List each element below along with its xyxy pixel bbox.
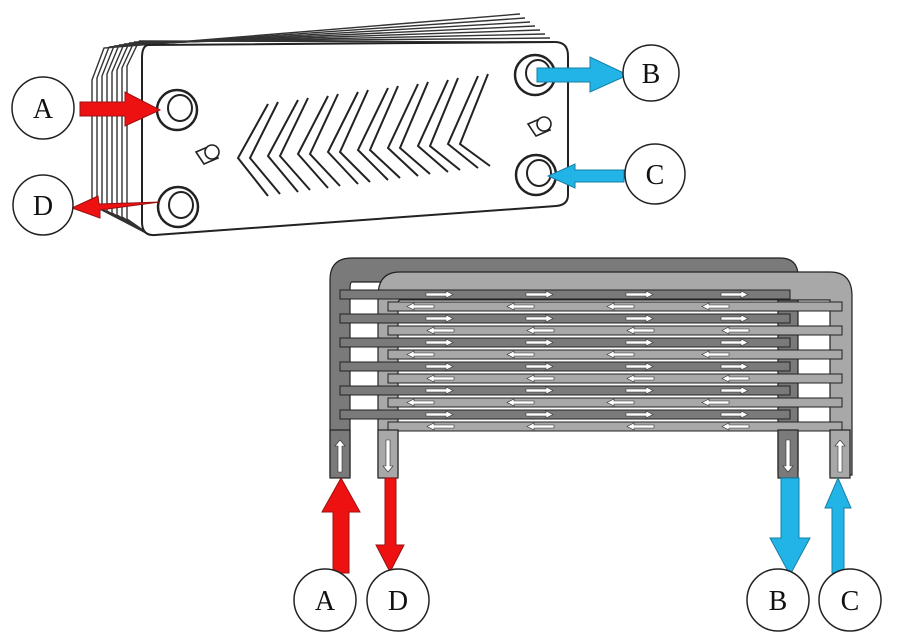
flow-arrow-icon bbox=[506, 302, 535, 311]
label-d-bottom-text: D bbox=[388, 586, 408, 617]
flow-arrow-icon bbox=[626, 422, 655, 431]
flow-arrow-icon bbox=[506, 398, 535, 407]
flow-arrow-icon bbox=[701, 302, 730, 311]
flow-arrow-icon bbox=[626, 374, 655, 383]
flow-arrow-icon bbox=[720, 410, 749, 419]
label-b-top: B bbox=[622, 44, 680, 102]
label-a-top: A bbox=[11, 76, 75, 140]
arrow-c-top bbox=[546, 163, 625, 189]
flow-arrow-icon bbox=[625, 314, 654, 323]
flow-arrow-icon bbox=[720, 338, 749, 347]
flow-arrow-icon bbox=[701, 398, 730, 407]
label-d-bottom: D bbox=[366, 568, 430, 632]
flow-arrow-icon bbox=[626, 326, 655, 335]
flow-arrow-icon bbox=[721, 422, 750, 431]
flow-arrow-icon bbox=[625, 410, 654, 419]
flow-arrow-icon bbox=[625, 338, 654, 347]
arrow-b-top bbox=[536, 56, 630, 93]
flow-arrow-icon bbox=[406, 398, 435, 407]
port-a-top bbox=[155, 88, 199, 132]
label-c-bottom: C bbox=[818, 568, 882, 632]
flow-arrow-icon bbox=[406, 350, 435, 359]
flow-arrow-icon bbox=[425, 290, 454, 299]
flow-arrow-icon bbox=[606, 398, 635, 407]
label-a-bottom-text: A bbox=[315, 586, 336, 617]
flow-arrow-icon bbox=[721, 374, 750, 383]
hot-channel bbox=[339, 313, 791, 324]
hot-channel bbox=[339, 289, 791, 300]
flow-arrow-icon bbox=[426, 422, 455, 431]
flow-arrow-icon bbox=[625, 362, 654, 371]
chevron-pattern bbox=[236, 73, 491, 197]
flow-arrow-icon bbox=[834, 439, 846, 473]
flow-arrow-icon bbox=[425, 362, 454, 371]
flow-arrow-icon bbox=[526, 422, 555, 431]
flow-arrow-icon bbox=[526, 374, 555, 383]
plate-stack-edges bbox=[91, 13, 556, 236]
flow-arrow-icon bbox=[526, 326, 555, 335]
arrow-c-bottom bbox=[824, 476, 852, 574]
label-c-bottom-text: C bbox=[841, 586, 860, 617]
flow-arrow-icon bbox=[721, 326, 750, 335]
port-d-top bbox=[156, 185, 200, 229]
flow-arrow-icon bbox=[425, 410, 454, 419]
cold-channel bbox=[387, 421, 843, 432]
flow-arrow-icon bbox=[720, 386, 749, 395]
flow-arrow-icon bbox=[506, 350, 535, 359]
hot-channel bbox=[339, 361, 791, 372]
cold-channel bbox=[387, 373, 843, 384]
arrow-a-bottom bbox=[321, 476, 361, 574]
front-plate bbox=[141, 40, 569, 237]
label-a-top-text: A bbox=[33, 94, 54, 125]
flow-arrow-icon bbox=[334, 439, 346, 473]
flow-arrow-icon bbox=[720, 362, 749, 371]
flow-arrow-icon bbox=[625, 290, 654, 299]
label-c-top-text: C bbox=[646, 160, 665, 191]
flow-arrow-icon bbox=[425, 314, 454, 323]
port-c-top bbox=[514, 153, 558, 197]
flow-arrow-icon bbox=[525, 386, 554, 395]
cold-channel bbox=[387, 325, 843, 336]
flow-arrow-icon bbox=[625, 386, 654, 395]
flow-arrow-icon bbox=[525, 314, 554, 323]
arrow-a-top bbox=[79, 91, 162, 127]
flow-arrow-icon bbox=[606, 350, 635, 359]
heat-exchanger-unit bbox=[91, 13, 569, 237]
flow-arrow-icon bbox=[720, 290, 749, 299]
hot-channel bbox=[339, 409, 791, 420]
label-c-top: C bbox=[624, 143, 686, 205]
flow-arrow-icon bbox=[425, 338, 454, 347]
hot-channel bbox=[339, 385, 791, 396]
flow-arrow-icon bbox=[525, 362, 554, 371]
flow-channels bbox=[329, 257, 853, 479]
flow-arrow-icon bbox=[701, 350, 730, 359]
flow-arrow-icon bbox=[720, 314, 749, 323]
bolt-right bbox=[526, 116, 552, 137]
label-b-bottom-text: B bbox=[769, 586, 788, 617]
flow-arrow-icon bbox=[525, 338, 554, 347]
label-b-top-text: B bbox=[642, 59, 661, 90]
flow-arrow-icon bbox=[525, 290, 554, 299]
flow-arrow-icon bbox=[606, 302, 635, 311]
label-d-top: D bbox=[12, 174, 74, 236]
flow-arrow-icon bbox=[382, 439, 394, 473]
flow-arrow-icon bbox=[426, 326, 455, 335]
label-a-bottom: A bbox=[293, 568, 357, 632]
flow-arrow-icon bbox=[525, 410, 554, 419]
arrow-d-bottom bbox=[375, 477, 405, 574]
flow-arrow-icon bbox=[406, 302, 435, 311]
flow-arrow-icon bbox=[426, 374, 455, 383]
flow-arrow-icon bbox=[782, 439, 794, 473]
label-b-bottom: B bbox=[746, 568, 810, 632]
arrow-b-bottom bbox=[769, 477, 811, 577]
flow-arrow-icon bbox=[425, 386, 454, 395]
bolt-left bbox=[194, 144, 220, 165]
label-d-top-text: D bbox=[33, 191, 53, 222]
hot-channel bbox=[339, 337, 791, 348]
